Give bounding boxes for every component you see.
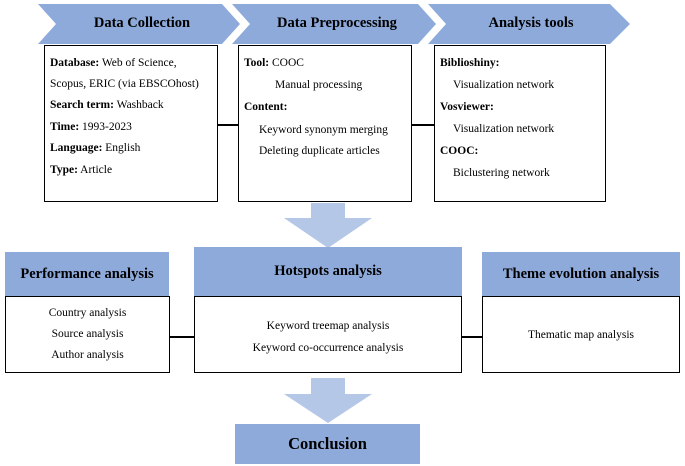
collection-row-database-cont: Scopus, ERIC (via EBSCOhost): [50, 78, 199, 90]
theme-evolution-analysis-header: Theme evolution analysis: [482, 252, 680, 296]
preprocessing-tool-manual: Manual processing: [275, 79, 363, 91]
preprocessing-tool: Tool: COOC: [244, 57, 304, 69]
tools-vosviewer-label: Vosviewer:: [440, 101, 494, 113]
connector-collection-preprocessing: [216, 124, 238, 126]
performance-author-analysis: Author analysis: [51, 349, 124, 361]
connector-performance-hotspots: [168, 336, 196, 338]
data-preprocessing-title: Data Preprocessing: [277, 15, 397, 31]
tools-vosviewer-value: Visualization network: [453, 123, 555, 135]
data-collection-box: Database: Web of Science, Scopus, ERIC (…: [44, 45, 218, 202]
collection-row-time: Time: 1993-2023: [50, 121, 132, 133]
collection-row-language: Language: English: [50, 142, 141, 154]
theme-evolution-box: Thematic map analysis: [482, 296, 680, 373]
tools-biblioshiny-label: Biblioshiny:: [440, 57, 500, 69]
tools-biblioshiny-value: Visualization network: [453, 79, 555, 91]
data-collection-title: Data Collection: [93, 15, 191, 31]
analysis-tools-box: Biblioshiny: Visualization network Vosvi…: [434, 45, 606, 202]
hotspots-analysis-box: Keyword treemap analysis Keyword co-occu…: [194, 296, 462, 373]
collection-row-database: Database: Web of Science,: [50, 57, 177, 69]
preprocessing-content-duplicates: Deleting duplicate articles: [259, 145, 380, 157]
hotspots-keyword-cooccurrence: Keyword co-occurrence analysis: [252, 342, 404, 354]
connector-preprocessing-tools: [410, 124, 436, 126]
down-arrow-1: [284, 203, 372, 248]
tools-cooc-label: COOC:: [440, 145, 479, 157]
collection-row-search-term: Search term: Washback: [50, 99, 164, 111]
performance-source-analysis: Source analysis: [51, 328, 124, 340]
hotspots-keyword-treemap: Keyword treemap analysis: [266, 320, 390, 332]
tools-cooc-value: Biclustering network: [453, 167, 550, 179]
data-preprocessing-box: Tool: COOC Manual processing Content: Ke…: [238, 45, 412, 202]
hotspots-analysis-header: Hotspots analysis: [194, 247, 462, 296]
connector-hotspots-theme: [460, 336, 484, 338]
performance-country-analysis: Country analysis: [48, 307, 127, 319]
performance-analysis-box: Country analysis Source analysis Author …: [5, 296, 170, 373]
chevron-data-preprocessing: [232, 4, 436, 44]
chevron-data-collection: [38, 4, 240, 44]
collection-row-type: Type: Article: [50, 164, 113, 176]
conclusion-box: Conclusion: [235, 424, 420, 464]
down-arrow-2: [284, 378, 372, 423]
performance-analysis-header: Performance analysis: [5, 252, 169, 296]
chevron-analysis-tools: [428, 4, 630, 44]
theme-thematic-map: Thematic map analysis: [527, 329, 635, 341]
preprocessing-content-label: Content:: [244, 101, 288, 113]
analysis-tools-title: Analysis tools: [488, 15, 574, 31]
preprocessing-content-synonym: Keyword synonym merging: [259, 124, 388, 136]
